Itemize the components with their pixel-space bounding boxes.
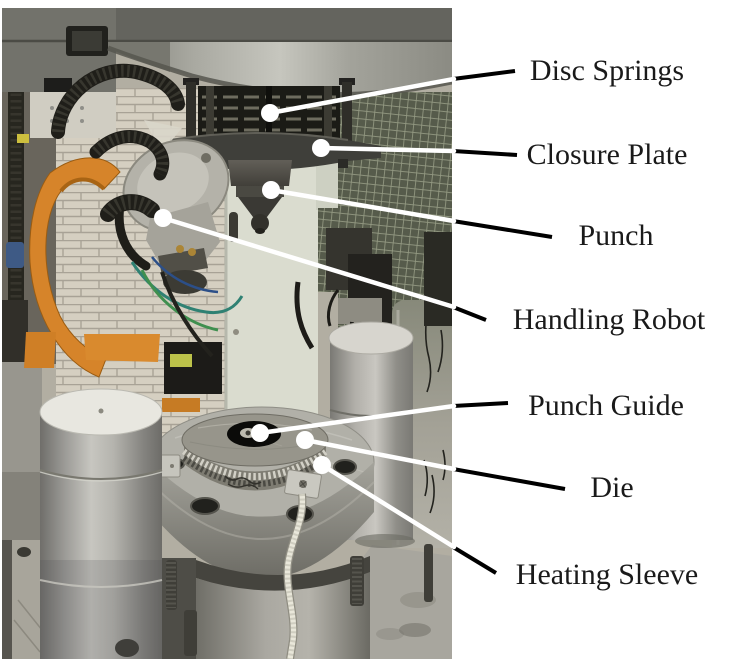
thermocouple-box-right: [284, 469, 322, 499]
label-punch: Punch: [578, 219, 654, 252]
label-disc-springs: Disc Springs: [529, 54, 685, 87]
leader-line-outside: [452, 69, 516, 81]
leader-line-outside: [451, 545, 498, 575]
punch-guide-part: [227, 421, 281, 447]
left-guide-column: [39, 388, 163, 659]
label-die: Die: [590, 471, 634, 504]
robot-arm: [29, 157, 121, 378]
equipment-photo: [2, 8, 452, 659]
press-frame-top: [2, 8, 452, 138]
leader-line-outside: [452, 467, 566, 491]
cable-tray-left: [2, 70, 29, 366]
label-closure-plate: Closure Plate: [526, 138, 688, 171]
label-handling-robot: Handling Robot: [512, 303, 706, 336]
leader-line-outside: [452, 305, 487, 322]
leader-line-outside: [452, 401, 509, 408]
sensor-cable: [283, 493, 307, 659]
label-heating-sleeve: Heating Sleeve: [515, 558, 699, 591]
label-punch-guide: Punch Guide: [528, 389, 684, 422]
leader-line-outside: [452, 219, 553, 239]
leader-line-outside: [452, 149, 518, 157]
